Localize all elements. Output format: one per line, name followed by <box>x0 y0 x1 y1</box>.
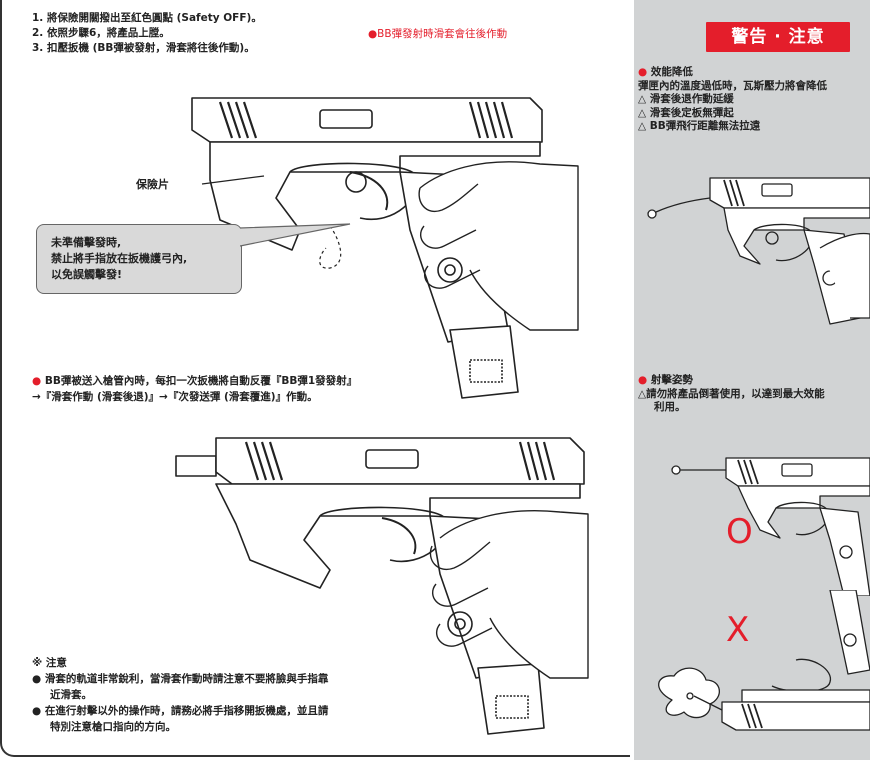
step-list: 1. 將保險開關撥出至紅色圓點 (Safety OFF)。 2. 依照步驟6，將… <box>32 11 262 56</box>
caution-item-1-line-2: 近滑套。 <box>50 689 92 701</box>
performance-line-4: △ BB彈飛行距離無法拉遠 <box>638 120 761 132</box>
caution-item-2-line-1: ● 在進行射擊以外的操作時，請務必將手指移開扳機處，並且請 <box>32 705 329 717</box>
stance-line-1: △請勿將產品倒著使用，以達到最大效能 <box>638 387 825 400</box>
step-3: 3. 扣壓扳機 (BB彈被發射，滑套將往後作動)。 <box>32 42 255 54</box>
caution-item-2-line-2: 特別注意槍口指向的方向。 <box>50 721 176 733</box>
stance-line-2: 利用。 <box>654 401 686 413</box>
pistol-illustration-top <box>191 97 579 399</box>
red-bullet-icon: ● <box>638 374 648 386</box>
warning-title: 警告 · 注意 <box>706 22 850 52</box>
callout-line-1: 未準備擊發時, <box>51 236 122 249</box>
red-bullet-icon: ● <box>32 375 42 387</box>
pistol-upright-illustration <box>671 457 870 596</box>
performance-section: ● 效能降低 彈匣內的溫度過低時，瓦斯壓力將會降低 △ 滑套後退作動延緩 △ 滑… <box>638 66 827 134</box>
caution-item-1-line-1: ● 滑套的軌道非常銳利，當滑套作動時請注意不要將臉與手指靠 <box>32 673 329 685</box>
firing-cycle-text: ● BB彈被送入槍管內時，每扣一次扳機將自動反覆『BB彈1發發射』 →『滑套作動… <box>32 373 357 405</box>
callout-line-3: 以免誤觸擊發! <box>51 268 123 281</box>
caution-section: ※ 注意 ● 滑套的軌道非常銳利，當滑套作動時請注意不要將臉與手指靠 近滑套。 … <box>32 655 328 735</box>
red-bullet-icon: ● <box>638 66 648 78</box>
page-frame <box>0 0 630 757</box>
performance-title: 效能降低 <box>650 66 693 78</box>
safety-lever-label: 保險片 <box>136 178 169 191</box>
slide-action-note-text: BB彈發射時滑套會往後作動 <box>377 28 508 40</box>
step-2: 2. 依照步驟6，將產品上膛。 <box>32 27 170 39</box>
pistol-inverted-illustration <box>658 590 870 731</box>
cycle-line-2: →『滑套作動 (滑套後退)』→『次發送彈 (滑套覆進)』作動。 <box>32 391 318 403</box>
performance-line-3: △ 滑套後定板無彈起 <box>638 106 734 119</box>
red-bullet-icon: ● <box>368 28 378 40</box>
performance-line-1: 彈匣內的溫度過低時，瓦斯壓力將會降低 <box>638 79 827 92</box>
cycle-line-1: BB彈被送入槍管內時，每扣一次扳機將自動反覆『BB彈1發發射』 <box>44 375 358 387</box>
performance-line-2: △ 滑套後退作動延緩 <box>638 93 734 105</box>
step-1: 1. 將保險開關撥出至紅色圓點 (Safety OFF)。 <box>32 12 262 24</box>
stance-title: 射擊姿勢 <box>650 374 693 386</box>
pistol-illustration-bottom <box>175 437 589 735</box>
correct-mark: O <box>726 512 753 552</box>
pistol-illustration-small <box>647 177 870 325</box>
callout-pointer <box>240 223 351 247</box>
trigger-warning-callout: 未準備擊發時, 禁止將手指放在扳機護弓內, 以免誤觸擊發! <box>36 224 242 294</box>
callout-line-2: 禁止將手指放在扳機護弓內, <box>51 252 188 265</box>
caution-heading: ※ 注意 <box>32 657 67 669</box>
warning-panel: 警告 · 注意 ● 效能降低 彈匣內的溫度過低時，瓦斯壓力將會降低 △ 滑套後退… <box>634 0 870 760</box>
slide-action-note: ●BB彈發射時滑套會往後作動 <box>368 26 507 41</box>
stance-section: ● 射擊姿勢 △請勿將產品倒著使用，以達到最大效能 利用。 <box>638 374 825 415</box>
incorrect-mark: X <box>726 610 750 650</box>
